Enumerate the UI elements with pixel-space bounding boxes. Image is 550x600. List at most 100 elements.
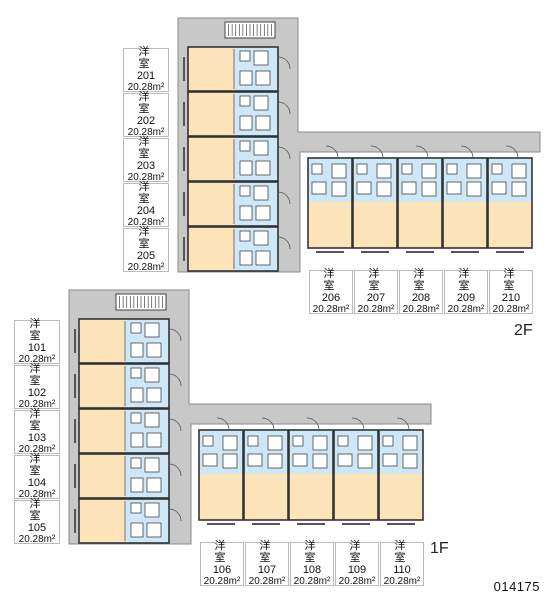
unit-area: 20.28m² [357,304,395,315]
kitchen [382,453,398,467]
bath [144,412,160,428]
stairs [224,21,276,39]
unit-area: 20.28m² [383,576,421,587]
bath [222,435,238,451]
unit-number: 208 [411,292,431,304]
door-swing [325,145,339,159]
unit-number: 108 [302,564,322,576]
unit-number: 110 [393,564,411,576]
unit-1f-left-1 [74,318,182,364]
western-room [79,454,125,498]
floor-2f [177,17,541,273]
door-swing [415,145,429,159]
toilet [401,163,413,175]
unit-number: 209 [456,292,476,304]
unit-type: 洋 室 [394,539,425,564]
unit-outline [487,157,533,249]
bath [331,163,347,179]
bath [402,435,418,451]
unit-number: 106 [212,564,232,576]
western-room [188,137,234,181]
unit-number: 109 [347,564,367,576]
unit-type: 洋 室 [29,362,60,387]
bath [253,95,269,111]
toilet [130,367,142,379]
unit-type: 洋 室 [138,135,169,160]
unit-outline [288,429,334,521]
door-swing [216,417,230,431]
western-room [79,499,125,543]
unit-1f-bottom-4 [333,417,379,525]
door-swing [277,101,291,115]
western-room [188,47,234,91]
unit-area: 20.28m² [18,444,56,455]
washer [146,432,162,448]
unit-1f-bottom-2 [243,417,289,525]
washer [146,387,162,403]
door-swing [460,145,474,159]
western-room [334,474,378,520]
unit-label-207: 洋 室 207 20.28m² [354,268,398,315]
kitchen [130,477,144,493]
washer [267,453,283,469]
unit-outline [352,157,398,249]
unit-1f-left-5 [74,498,182,544]
unit-label-205: 洋 室 205 20.28m² [123,226,169,273]
bath [144,367,160,383]
unit-outline [78,318,170,364]
unit-type: 洋 室 [29,317,60,342]
door-swing [505,145,519,159]
unit-label-104: 洋 室 104 20.28m² [14,453,60,500]
toilet [130,502,142,514]
unit-type: 洋 室 [349,539,380,564]
door-swing [351,417,365,431]
toilet [382,435,394,447]
unit-number: 205 [136,250,156,262]
unit-2f-bottom-2 [352,145,398,253]
toilet [239,140,251,152]
toilet [337,435,349,447]
unit-outline [187,136,279,182]
unit-label-101: 洋 室 101 20.28m² [14,317,60,365]
kitchen [202,453,218,467]
door-swing [168,328,182,342]
unit-area: 20.28m² [447,304,485,315]
unit-type: 洋 室 [413,267,444,292]
western-room [188,182,234,226]
unit-1f-bottom-3 [288,417,334,525]
kitchen [239,250,253,266]
washer [255,115,271,131]
bath [511,163,527,179]
unit-area: 20.28m² [18,354,56,365]
kitchen [239,70,253,86]
unit-type: 洋 室 [323,267,354,292]
unit-area: 20.28m² [18,489,56,500]
unit-outline [243,429,289,521]
unit-label-102: 洋 室 102 20.28m² [14,362,60,410]
unit-area: 20.28m² [127,262,165,273]
door-swing [168,418,182,432]
unit-type: 洋 室 [138,180,169,205]
unit-type: 洋 室 [304,539,335,564]
washer [421,181,437,197]
washer [222,453,238,469]
unit-label-208: 洋 室 208 20.28m² [399,267,444,315]
washer [255,70,271,86]
unit-outline [78,453,170,499]
unit-type: 洋 室 [138,90,169,115]
kitchen [292,453,308,467]
unit-2f-left-5 [183,226,291,272]
unit-number: 210 [501,292,521,304]
unit-outline [78,408,170,454]
unit-area: 20.28m² [127,127,165,138]
western-room [379,474,423,520]
unit-area: 20.28m² [203,576,241,587]
toilet [446,163,458,175]
door-swing [168,508,182,522]
unit-area: 20.28m² [492,304,530,315]
unit-2f-bottom-4 [442,145,488,253]
western-room [188,92,234,136]
toilet [130,457,142,469]
western-room [289,474,333,520]
unit-label-201: 洋 室 201 20.28m² [123,46,169,93]
